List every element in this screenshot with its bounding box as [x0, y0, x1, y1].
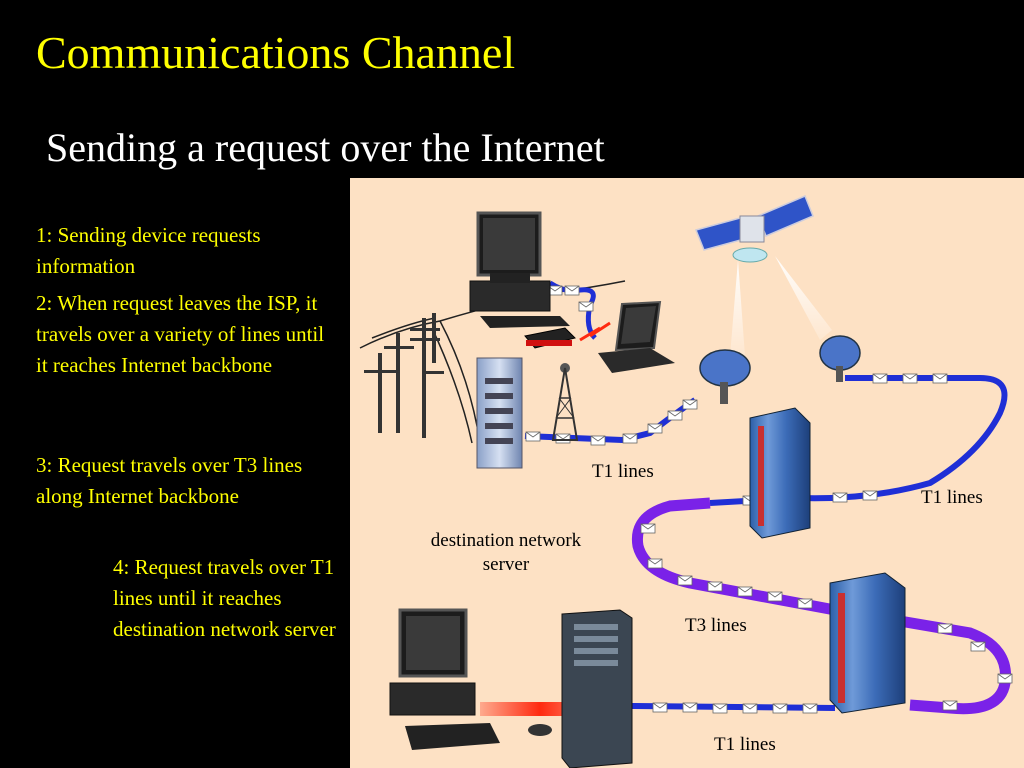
envelope-icon [647, 423, 663, 434]
envelope-icon [622, 433, 638, 444]
envelope-icon [712, 703, 728, 714]
desktop-computer-icon [469, 211, 570, 328]
envelope-icon [932, 373, 948, 384]
envelope-flap [832, 492, 848, 499]
label-t1-lines-upper: T1 lines [921, 487, 983, 508]
envelope-icon [767, 591, 783, 602]
envelope-flap [942, 700, 958, 707]
tower-server-icon [561, 609, 633, 768]
network-diagram: T1 lines T1 lines T3 lines T1 lines dest… [350, 178, 1024, 768]
label-t1-lines-home: T1 lines [592, 461, 654, 482]
envelope-icon [942, 700, 958, 711]
envelope-icon [647, 558, 663, 569]
envelope-flap [872, 373, 888, 380]
destination-computer-icon [389, 608, 552, 750]
label-destination-server: destination network server [430, 530, 582, 575]
envelope-flap [564, 285, 580, 292]
envelope-icon [578, 301, 594, 312]
envelope-flap [862, 490, 878, 497]
envelope-flap [902, 373, 918, 380]
isp-server-rack-icon [476, 357, 523, 469]
envelope-flap [767, 591, 783, 598]
envelope-icon [742, 703, 758, 714]
envelope-icon [832, 492, 848, 503]
envelope-flap [772, 703, 788, 710]
envelope-icon [872, 373, 888, 384]
envelope-flap [937, 623, 953, 630]
envelope-flap [647, 423, 663, 430]
modem-icon [524, 321, 611, 349]
envelope-icon [707, 581, 723, 592]
envelope-icon [902, 373, 918, 384]
envelope-icon [802, 703, 818, 714]
envelope-flap [677, 575, 693, 582]
envelope-icon [667, 410, 683, 421]
step-1-text: 1: Sending device requests information [36, 223, 261, 278]
satellite-dish-icon [699, 335, 861, 404]
satellite-beam-left [730, 260, 745, 356]
envelope-flap [622, 433, 638, 440]
envelope-flap [652, 702, 668, 709]
envelope-flap [667, 410, 683, 417]
satellite-beam-right [775, 256, 832, 340]
envelope-flap [525, 431, 541, 438]
envelope-flap [932, 373, 948, 380]
envelope-flap [578, 301, 594, 308]
envelope-icon [525, 431, 541, 442]
envelope-flap [712, 703, 728, 710]
slide-title: Communications Channel [36, 27, 516, 78]
envelope-flap [707, 581, 723, 588]
envelope-icon [590, 435, 606, 446]
envelope-icon [652, 702, 668, 713]
envelope-icon [682, 702, 698, 713]
envelope-icon [682, 399, 698, 410]
envelope-icon [970, 641, 986, 652]
envelope-flap [970, 641, 986, 648]
envelope-flap [802, 703, 818, 710]
envelope-icon [937, 623, 953, 634]
envelope-icon [862, 490, 878, 501]
envelope-icon [772, 703, 788, 714]
envelope-flap [640, 523, 656, 530]
envelope-icon [737, 586, 753, 597]
envelope-flap [590, 435, 606, 442]
slide-subtitle: Sending a request over the Internet [46, 125, 605, 170]
envelope-icon [525, 285, 1013, 714]
envelope-flap [647, 558, 663, 565]
mainframe-server-icon [749, 407, 906, 714]
envelope-flap [997, 673, 1013, 680]
envelope-flap [742, 703, 758, 710]
envelope-icon [797, 598, 813, 609]
satellite-icon [694, 195, 814, 263]
envelope-flap [737, 586, 753, 593]
envelope-flap [797, 598, 813, 605]
label-t1-lines-lower: T1 lines [714, 734, 776, 755]
envelope-icon [555, 433, 571, 444]
envelope-icon [677, 575, 693, 586]
envelope-icon [997, 673, 1013, 684]
laptop-icon [598, 300, 675, 373]
t3-line [631, 497, 1012, 715]
label-t3-lines: T3 lines [685, 615, 747, 636]
envelope-flap [682, 702, 698, 709]
t1-line-upper [709, 375, 1008, 506]
network-diagram-art [359, 195, 1013, 768]
envelope-icon [640, 523, 656, 534]
step-4-text: 4: Request travels over T1 lines until i… [113, 555, 336, 641]
envelope-flap [682, 399, 698, 406]
envelope-icon [564, 285, 580, 296]
radio-tower-icon [551, 363, 579, 441]
step-3-text: 3: Request travels over T3 lines along I… [36, 453, 303, 508]
step-2-text: 2: When request leaves the ISP, it trave… [36, 291, 325, 377]
